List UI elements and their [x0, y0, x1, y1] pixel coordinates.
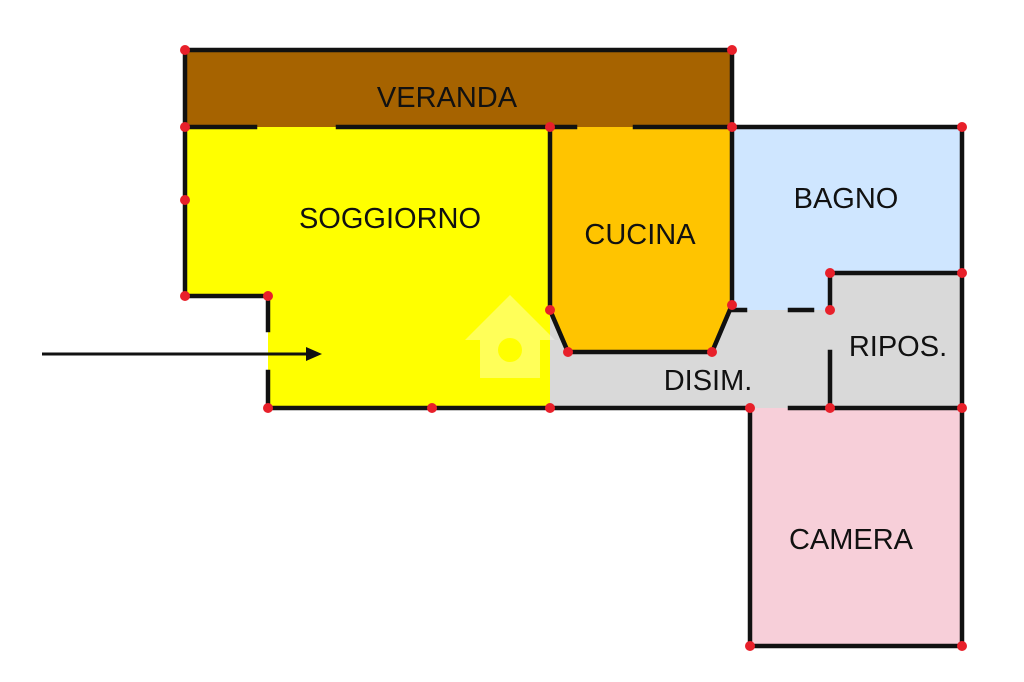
label-camera: CAMERA — [789, 524, 914, 556]
wall-node — [825, 268, 835, 278]
room-soggiorno — [185, 127, 550, 408]
wall-node — [563, 347, 573, 357]
wall-node — [727, 300, 737, 310]
label-veranda: VERANDA — [377, 82, 518, 114]
wall-node — [263, 291, 273, 301]
wall-node — [825, 305, 835, 315]
wall-node — [545, 122, 555, 132]
wall-node — [180, 291, 190, 301]
wall-node — [727, 45, 737, 55]
walls — [182, 47, 965, 649]
wall-node — [745, 641, 755, 651]
label-cucina: CUCINA — [584, 219, 696, 251]
room-camera — [750, 408, 962, 646]
room-disim — [550, 310, 830, 408]
wall-node — [825, 403, 835, 413]
wall-node — [427, 403, 437, 413]
house-logo-icon — [465, 295, 555, 378]
wall-node — [727, 122, 737, 132]
label-soggiorno: SOGGIORNO — [299, 203, 481, 235]
room-ripos — [830, 273, 962, 408]
label-disim: DISIM. — [664, 365, 753, 397]
label-ripos: RIPOS. — [849, 331, 947, 363]
wall-node — [545, 403, 555, 413]
room-cucina — [550, 127, 732, 352]
wall-node — [545, 305, 555, 315]
wall-node — [180, 122, 190, 132]
wall-node — [957, 403, 967, 413]
wall-node — [707, 347, 717, 357]
wall-node — [263, 403, 273, 413]
wall-node — [957, 641, 967, 651]
wall-node — [180, 195, 190, 205]
room-veranda — [185, 50, 732, 127]
wall-node — [957, 268, 967, 278]
wall-node — [957, 122, 967, 132]
wall-node — [180, 45, 190, 55]
wall-node — [745, 403, 755, 413]
label-bagno: BAGNO — [794, 183, 899, 215]
arrow-right-icon — [42, 347, 322, 361]
wall-nodes — [180, 45, 967, 651]
